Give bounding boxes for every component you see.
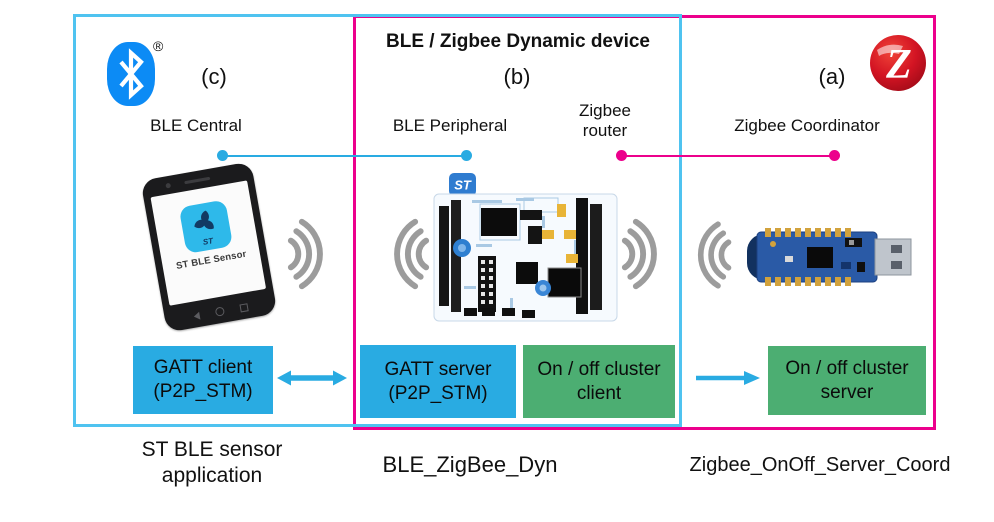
caption-st-ble-sensor-application: ST BLE sensor application <box>92 437 332 489</box>
caption-ble-zigbee-dyn: BLE_ZigBee_Dyn <box>382 452 558 477</box>
st-logo: ST <box>449 173 476 196</box>
gatt-client-line1: GATT client <box>153 357 253 378</box>
svg-text:ST: ST <box>454 178 472 193</box>
zigbee-router-line1: Zigbee <box>579 101 631 120</box>
ble-peripheral-label: BLE Peripheral <box>392 116 508 135</box>
dynamic-device-title: BLE / Zigbee Dynamic device <box>386 31 650 52</box>
caption-left-line1: ST BLE sensor <box>141 438 283 461</box>
pinwheel-icon <box>194 210 214 230</box>
registered-mark: ® <box>153 38 164 54</box>
bluetooth-icon <box>107 42 155 106</box>
zigbee-coordinator-label: Zigbee Coordinator <box>734 116 880 135</box>
gatt-server-line1: GATT server <box>384 358 492 380</box>
onoff-cluster-client-box: On / off cluster client <box>523 345 675 418</box>
onoff-server-line2: server <box>820 381 874 403</box>
gatt-client-box: GATT client (P2P_STM) <box>133 346 273 414</box>
gatt-server-line2: (P2P_STM) <box>388 382 488 404</box>
zigbee-usb-dongle <box>747 228 912 286</box>
st-logo-mini: ST <box>202 236 214 247</box>
gatt-client-line2: (P2P_STM) <box>153 381 253 402</box>
caption-left-line2: application <box>161 464 263 487</box>
gatt-server-box: GATT server (P2P_STM) <box>360 345 516 418</box>
ble-link-line <box>223 155 467 157</box>
svg-text:Z: Z <box>885 42 912 88</box>
zigbee-link-line <box>622 155 835 157</box>
section-letter-b: (b) <box>503 64 531 89</box>
onoff-server-line1: On / off cluster <box>785 357 909 379</box>
wireless-waves-icon <box>697 221 732 289</box>
caption-zigbee-onoff-server-coord: Zigbee_OnOff_Server_Coord <box>689 454 951 476</box>
zigbee-router-label: Zigbee router <box>557 101 653 141</box>
zigbee-icon: Z <box>870 35 926 91</box>
section-letter-a: (a) <box>818 64 846 89</box>
zigbee-link-dot-left <box>616 150 627 161</box>
right-arrow-icon <box>696 371 760 385</box>
onoff-client-line2: client <box>576 382 622 404</box>
smartphone: ST ST BLE Sensor <box>140 161 278 333</box>
ble-link-dot-right <box>461 150 472 161</box>
stm32-nucleo-board: ST <box>433 173 618 322</box>
wireless-waves-icon <box>621 218 657 290</box>
double-arrow-icon <box>277 370 347 386</box>
recents-icon <box>238 302 249 313</box>
zigbee-link-dot-right <box>829 150 840 161</box>
wireless-waves-icon <box>394 218 430 290</box>
onoff-cluster-server-box: On / off cluster server <box>768 346 926 415</box>
phone-screen: ST ST BLE Sensor <box>150 180 267 306</box>
ble-link-dot-left <box>217 150 228 161</box>
home-icon <box>214 306 225 317</box>
st-ble-sensor-app-icon: ST <box>178 199 233 255</box>
ble-central-label: BLE Central <box>150 116 242 135</box>
ble-domain-box <box>73 14 682 427</box>
section-letter-c: (c) <box>201 64 227 89</box>
zigbee-router-line2: router <box>582 121 628 140</box>
wireless-waves-icon <box>287 218 323 290</box>
app-name-label: ST BLE Sensor <box>175 248 248 272</box>
back-icon <box>192 311 200 321</box>
onoff-client-line1: On / off cluster <box>537 358 661 380</box>
